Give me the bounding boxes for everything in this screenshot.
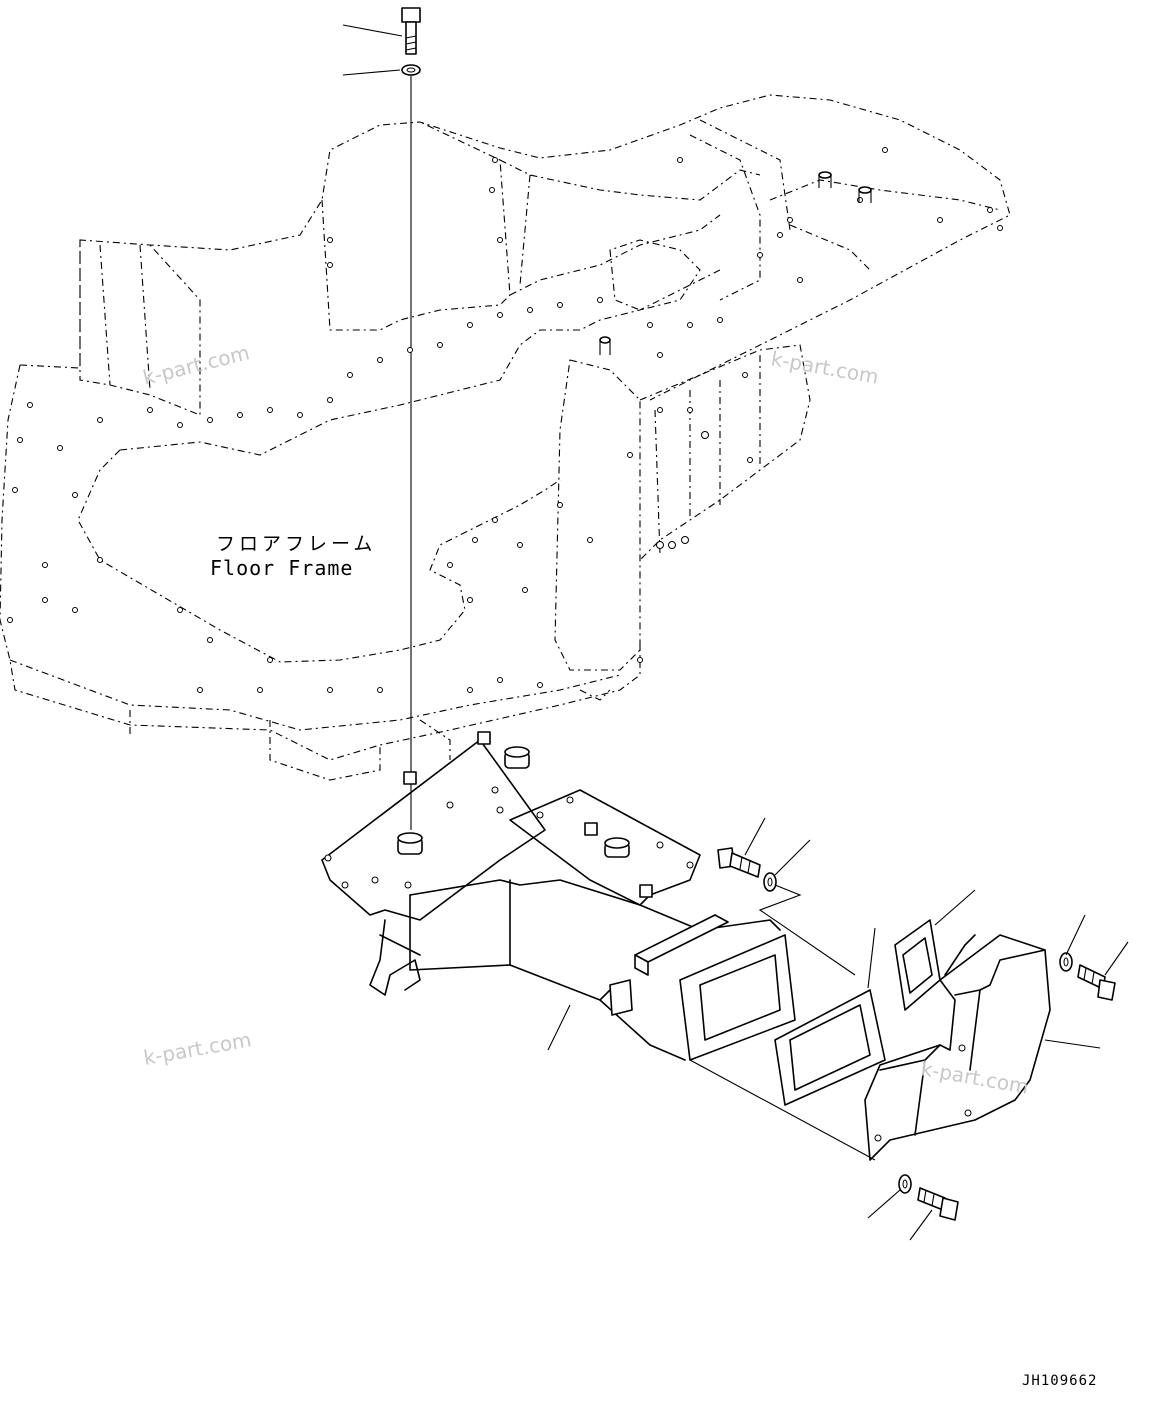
leader-line xyxy=(1104,941,1129,976)
leader-line xyxy=(867,1189,901,1219)
leader-line xyxy=(342,24,403,37)
leader-line xyxy=(547,1004,571,1051)
cover-bolt-right xyxy=(1077,964,1116,1001)
rubber-mounts xyxy=(397,731,653,898)
flange-bolt xyxy=(717,847,761,878)
floor-frame-label-en: Floor Frame xyxy=(210,556,353,580)
leader-line xyxy=(744,817,766,856)
leader-line xyxy=(1044,1039,1101,1049)
floor-frame xyxy=(0,94,1011,781)
leader-line xyxy=(934,889,976,926)
main-duct xyxy=(321,731,796,1061)
gasket-small xyxy=(894,919,941,1011)
elbow-cover xyxy=(864,934,1051,1161)
floor-frame-label-jp: フロアフレーム xyxy=(216,533,376,555)
leader-line xyxy=(342,69,401,76)
assembly-line xyxy=(758,884,856,976)
watermark: k-part.com xyxy=(140,340,251,390)
drawing-code: JH109662 xyxy=(1022,1373,1097,1389)
leader-line xyxy=(1065,914,1086,956)
gasket-large xyxy=(774,989,886,1106)
top-bolt xyxy=(401,7,421,55)
plate-holes xyxy=(324,786,694,889)
cover-bolt-lower xyxy=(917,1187,959,1221)
leader-line xyxy=(774,839,811,876)
frame-holes xyxy=(7,147,1003,693)
watermark: k-part.com xyxy=(769,346,880,389)
leader-line xyxy=(867,927,876,989)
assembly-line xyxy=(689,1059,876,1161)
watermark: k-part.com xyxy=(142,1027,253,1070)
leader-line xyxy=(909,1209,933,1241)
